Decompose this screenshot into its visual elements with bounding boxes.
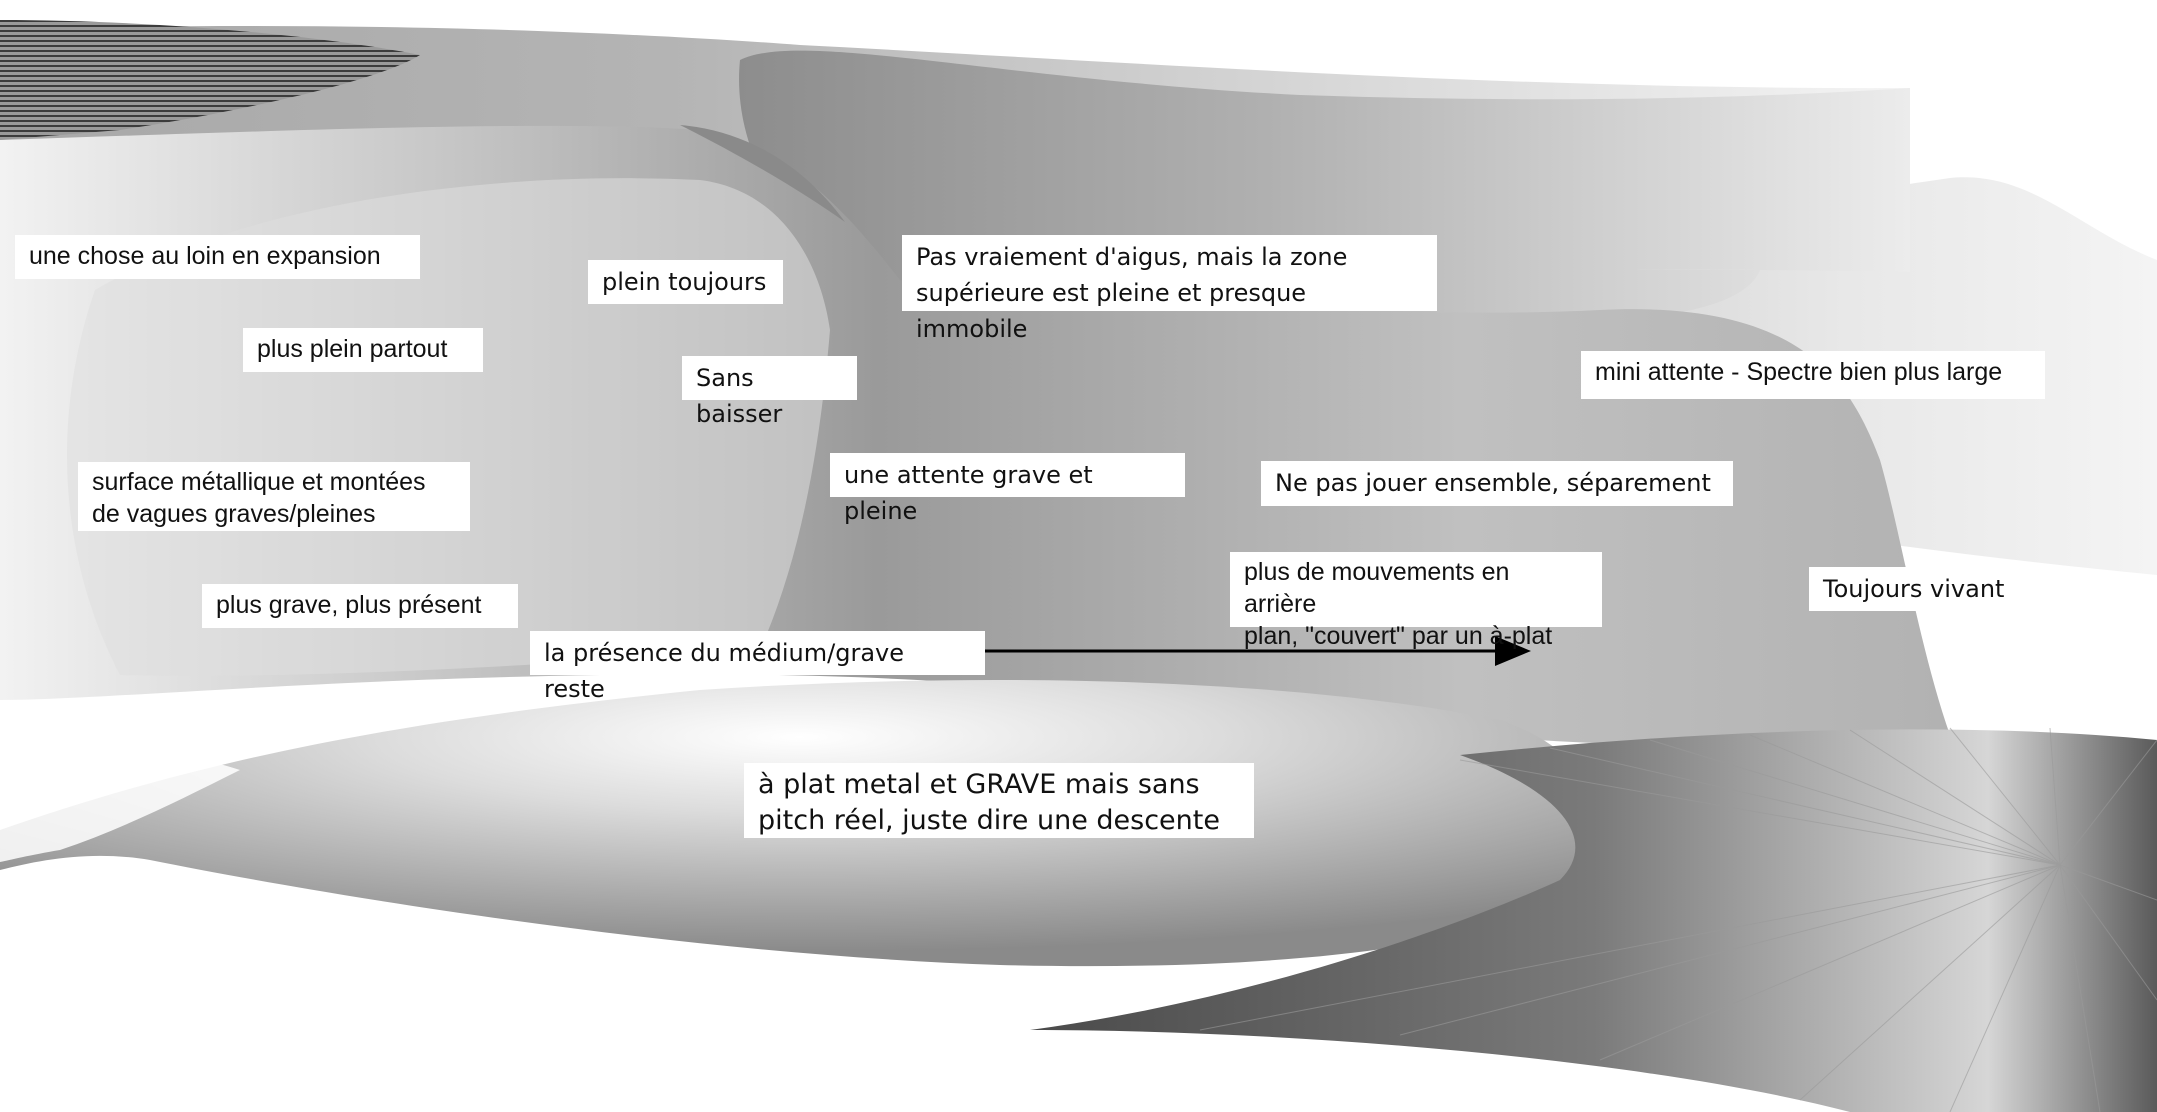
label-plus-grave: plus grave, plus présent <box>202 584 518 628</box>
label-a-plat: à plat metal et GRAVE mais sans pitch ré… <box>744 763 1254 838</box>
label-expansion: une chose au loin en expansion <box>15 235 420 279</box>
label-plus-plein: plus plein partout <box>243 328 483 372</box>
label-toujours-vivant: Toujours vivant <box>1809 567 2024 611</box>
label-mini-attente: mini attente - Spectre bien plus large <box>1581 351 2045 399</box>
fan-rays <box>1199 727 2157 1112</box>
label-mouvements: plus de mouvements en arrière plan, "cou… <box>1230 552 1602 650</box>
label-pas-aigus: Pas vraiement d'aigus, mais la zone supé… <box>902 235 1437 343</box>
label-presence-medium: la présence du médium/grave reste <box>530 631 985 703</box>
label-plein-toujours: plein toujours <box>588 260 783 304</box>
label-ne-pas-jouer: Ne pas jouer ensemble, séparement <box>1261 461 1733 506</box>
label-attente-grave: une attente grave et pleine <box>830 453 1185 525</box>
fan-shape <box>1030 729 2157 1112</box>
label-surface: surface métallique et montées de vagues … <box>78 462 470 531</box>
hatched-corner-shape <box>0 20 420 140</box>
white-sweep-shape <box>0 754 240 862</box>
label-sans-baisser: Sans baisser <box>682 356 857 428</box>
